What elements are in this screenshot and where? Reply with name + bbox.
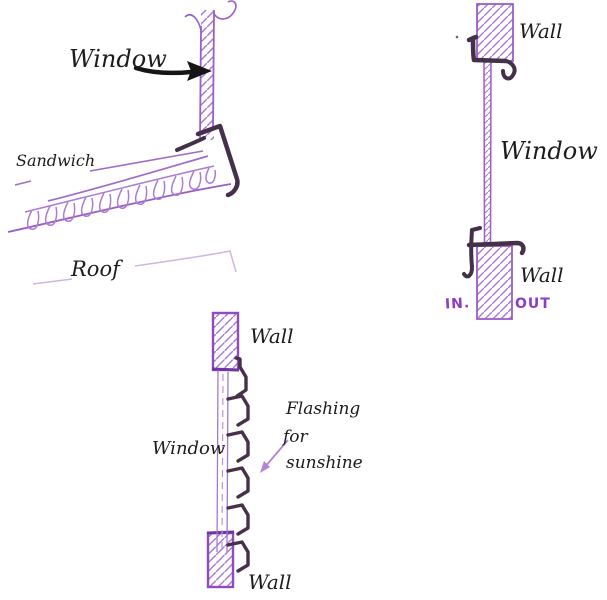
outside-label: OUT	[515, 296, 551, 312]
sunshade-flashing-hooks	[226, 356, 250, 573]
wall-window-section-diagram	[455, 3, 526, 320]
flashing-arrow-icon	[260, 439, 289, 473]
flashing-note-line1: Flashing	[286, 399, 361, 419]
flashing-note-line3: sunshine	[286, 453, 363, 473]
sandwich-panel	[7, 150, 232, 233]
wall-block-bottom	[476, 245, 513, 320]
wall-block-top	[211, 311, 240, 372]
window-frame-strip	[483, 59, 492, 247]
head-flashing-hook	[466, 34, 517, 81]
wall-block-top	[476, 3, 514, 62]
junction-flashing	[175, 123, 240, 198]
roof-outline	[32, 250, 237, 285]
sill-flashing-hook	[462, 226, 526, 279]
wall-bottom-label: Wall	[520, 263, 564, 287]
sandwich-core-waves	[26, 167, 216, 230]
window-flashing-diagram	[206, 311, 289, 589]
stray-dot	[455, 35, 459, 39]
wall-bottom-head-edge	[206, 530, 235, 535]
window-label: Window	[152, 438, 226, 459]
window-label: Window	[500, 137, 598, 165]
wall-bottom-label: Wall	[248, 570, 292, 594]
roof-label: Roof	[71, 257, 120, 281]
roof-junction-diagram	[7, 0, 240, 285]
flashing-note-line2: for	[283, 427, 308, 447]
wall-top-label: Wall	[519, 19, 563, 43]
window-arrow-icon	[133, 61, 212, 81]
window-glazing	[216, 369, 229, 553]
wall-block-bottom	[206, 531, 235, 589]
wall-top-label: Wall	[250, 324, 294, 348]
sandwich-label: Sandwich	[16, 151, 96, 170]
window-strip	[184, 0, 237, 142]
window-label: Window	[69, 45, 167, 73]
wall-top-sill-edge	[211, 367, 240, 372]
inside-label: IN.	[444, 295, 471, 313]
